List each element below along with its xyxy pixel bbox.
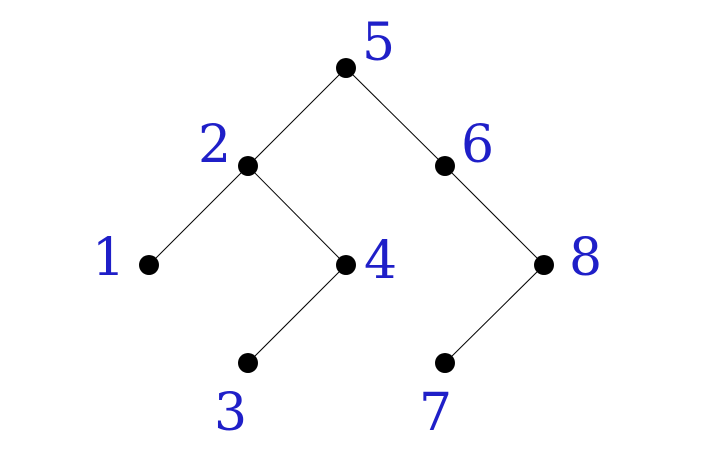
node-5 [336,58,356,78]
node-7 [435,353,455,373]
node-1 [139,255,159,275]
edge-2-4 [247,165,347,266]
edge-8-7 [444,264,545,364]
edge-6-8 [444,165,545,266]
edge-5-6 [345,67,446,167]
node-label-3: 3 [214,383,247,443]
node-4 [336,255,356,275]
edge-2-1 [148,165,249,266]
node-label-7: 7 [419,383,452,443]
node-label-2: 2 [198,115,231,175]
node-label-6: 6 [461,115,494,175]
node-label-8: 8 [569,228,602,288]
edge-5-2 [247,67,347,167]
node-label-1: 1 [92,228,125,288]
node-3 [238,353,258,373]
node-6 [435,156,455,176]
node-label-4: 4 [364,231,397,291]
node-2 [238,156,258,176]
edge-4-3 [247,264,347,364]
node-label-5: 5 [362,13,395,73]
node-8 [534,255,554,275]
